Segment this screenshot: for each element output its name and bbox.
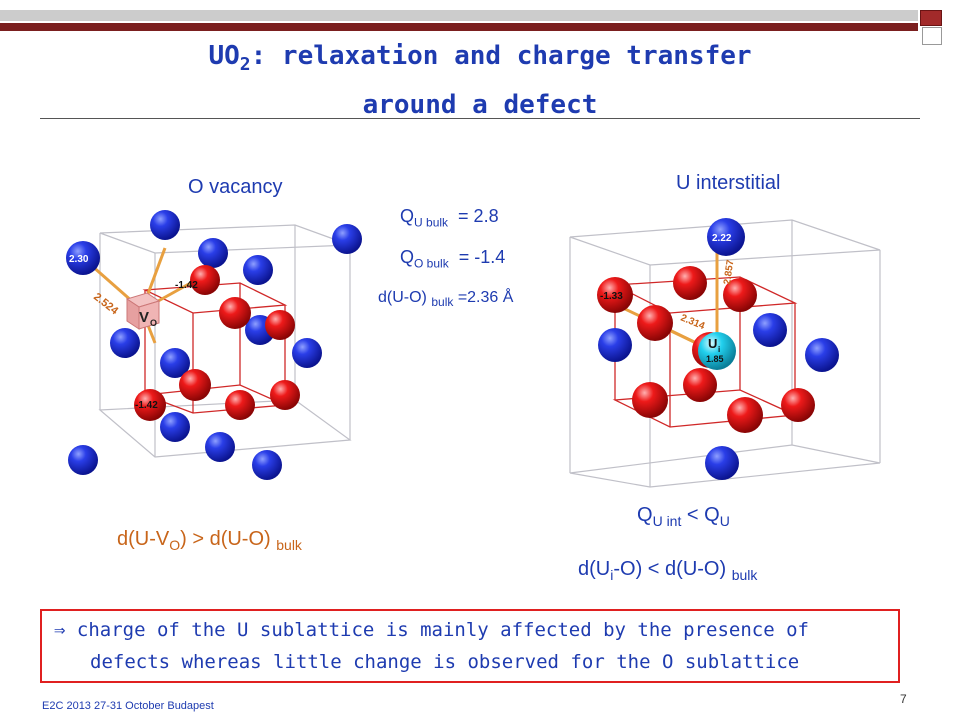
interstitial-charge-label: 1.85 — [706, 354, 724, 364]
interstitial-symbol: U — [708, 336, 717, 351]
uranium-atoms — [598, 313, 839, 480]
title-subscript: 2 — [239, 54, 251, 76]
uranium-top-atom — [707, 218, 745, 256]
conclusion-line2: defects whereas little change is observe… — [90, 651, 800, 673]
interstitial-atom — [698, 332, 736, 370]
vacancy-cube — [125, 292, 161, 330]
header-square-filled — [920, 10, 942, 26]
slide-title: UO2: relaxation and charge transfer arou… — [80, 36, 880, 125]
corner-charge-label: 2.30 — [69, 254, 89, 265]
u-interstitial-label: U interstitial — [676, 172, 781, 194]
interstitial-subscript: i — [718, 345, 720, 354]
charge-bottom-label: -1.42 — [135, 400, 158, 411]
title-line2: around a defect — [362, 90, 598, 121]
d-uo-bulk: d(U-O) bulk =2.36 Å — [378, 289, 514, 310]
oxygen-atom-labeled — [597, 277, 633, 313]
header-bar-dark — [0, 23, 918, 31]
oxygen-atom-labeled — [134, 389, 166, 421]
q-o-bulk: QO bulk = -1.4 — [400, 247, 506, 271]
top-charge-label: 2.22 — [712, 233, 732, 244]
u-interstitial-structure: 2.22 2.857 2.314 -1.33 U i 1.85 — [569, 218, 881, 488]
title-part: : relaxation and charge transfer — [250, 41, 752, 71]
distance-relation: d(Ui-O) < d(U-O) bulk — [578, 558, 758, 583]
bond-length-label: 2.524 — [91, 291, 121, 318]
vert-bond-label: 2.857 — [722, 259, 736, 286]
uranium-atoms — [68, 210, 362, 480]
q-u-bulk: QU bulk = 2.8 — [400, 206, 499, 230]
diag-bond-label: 2.314 — [679, 313, 707, 333]
title-rule — [40, 118, 920, 119]
conclusion-text1: charge of the U sublattice is mainly aff… — [76, 619, 809, 641]
header-square-outline — [922, 27, 942, 45]
header-bar-light — [0, 10, 918, 21]
title-part: UO — [208, 41, 240, 71]
header-bar — [0, 10, 918, 36]
oxygen-atoms — [179, 265, 300, 420]
charge-top-label: -1.42 — [175, 280, 198, 291]
vacancy-subscript: O — [150, 318, 157, 328]
slide-footer: E2C 2013 27-31 October Budapest — [42, 700, 214, 712]
conclusion-line1: ⇒ charge of the U sublattice is mainly a… — [54, 619, 809, 641]
vacancy-symbol: V — [139, 309, 149, 326]
left-charge-label: -1.33 — [600, 291, 623, 302]
uranium-corner-atom — [66, 241, 100, 275]
charge-relation: QU int < QU — [637, 504, 730, 529]
left-relation: d(U-VO) > d(U-O) bulk — [117, 528, 302, 553]
page-number: 7 — [900, 692, 907, 706]
oxygen-sublattice-frame — [142, 282, 288, 414]
o-vacancy-structure: V O 2.30 2.524 -1.42 -1.42 — [66, 210, 362, 480]
conclusion-box: ⇒ charge of the U sublattice is mainly a… — [40, 609, 900, 683]
o-vacancy-label: O vacancy — [188, 176, 283, 198]
implies-arrow-icon: ⇒ — [54, 619, 66, 641]
